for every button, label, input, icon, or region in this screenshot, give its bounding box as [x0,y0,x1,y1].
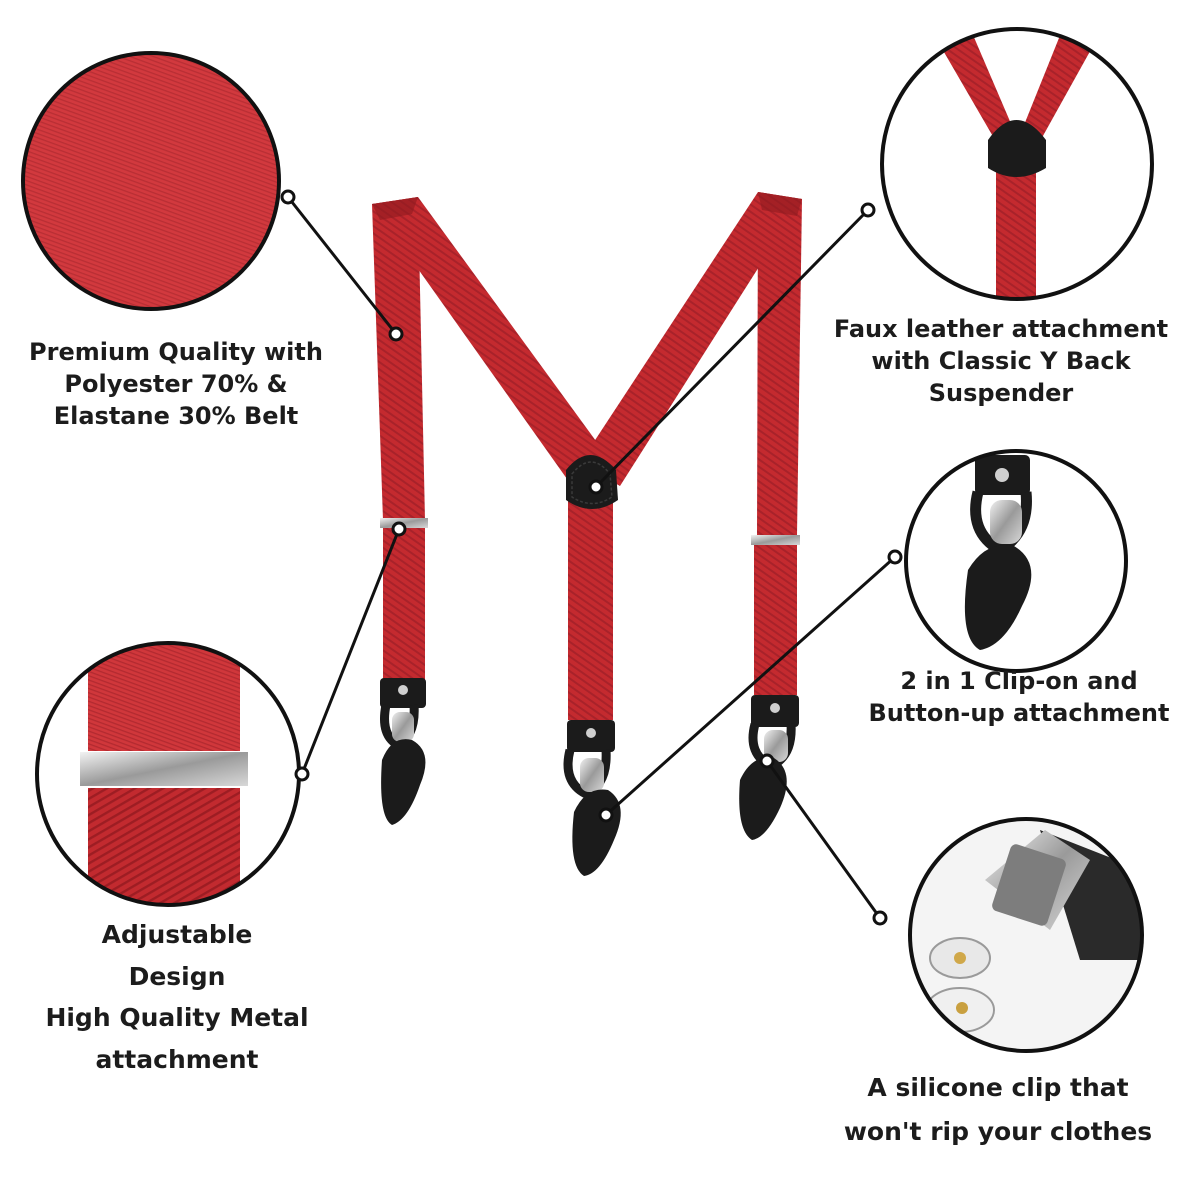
right-back-strap [580,192,802,486]
caption-line: won't rip your clothes [843,1116,1153,1146]
caption-line: Design [128,961,226,991]
callout-dot [294,766,310,782]
caption-line: High Quality Metal [45,1003,309,1032]
right-front-strap [757,192,802,535]
caption-line: Button-up attachment [868,699,1170,728]
center-strap [568,488,613,720]
callout-line-fabric [286,196,398,335]
right-metal-slider [751,535,800,545]
callout-line-yback [594,208,870,489]
right-lower-strap [754,545,797,695]
caption-line: attachment [95,1044,259,1074]
callout-line-adjust [300,528,401,775]
callout-line-silicone [765,760,882,919]
callout-dot [887,549,903,565]
left-metal-slider [380,518,428,528]
fabric-caption: Premium Quality with Polyester 70% & Ela… [0,336,352,432]
left-front-strap [372,197,425,520]
caption-line: Polyester 70% & [64,370,288,399]
callout-dots [280,189,903,926]
caption-line: with Classic Y Back [871,347,1131,376]
left-clip-assembly [380,678,426,825]
silicone-caption: A silicone clip that won't rip your clot… [808,1066,1188,1153]
adjust-caption: Adjustable Design High Quality Metal att… [12,914,342,1080]
caption-line: Elastane 30% Belt [53,402,299,431]
callout-line-clip [605,555,896,817]
callout-dot [759,753,775,769]
clip-detail-circle [904,449,1128,673]
clip-caption: 2 in 1 Clip-on and Button-up attachment [838,665,1200,729]
callout-lines [286,196,896,919]
callout-dot [391,521,407,537]
caption-line: 2 in 1 Clip-on and [900,667,1138,695]
callout-dot [588,479,604,495]
suspenders-illustration [372,192,802,876]
center-clip-assembly [563,720,621,876]
callout-dot [598,807,614,823]
caption-line: Premium Quality with [29,338,323,366]
fabric-detail-circle [21,51,281,311]
callout-dot [860,202,876,218]
caption-line: A silicone clip that [867,1073,1129,1102]
callout-dot [388,326,404,342]
caption-line: Faux leather attachment [833,315,1169,343]
yback-caption: Faux leather attachment with Classic Y B… [802,313,1200,409]
yback-detail-circle [880,27,1154,301]
left-back-strap [372,197,612,486]
callout-dot [872,910,888,926]
silicone-detail-circle [908,817,1144,1053]
adjust-detail-circle [35,641,301,907]
caption-line: Adjustable [101,920,253,949]
callout-dot [280,189,296,205]
caption-line: Suspender [928,379,1074,408]
